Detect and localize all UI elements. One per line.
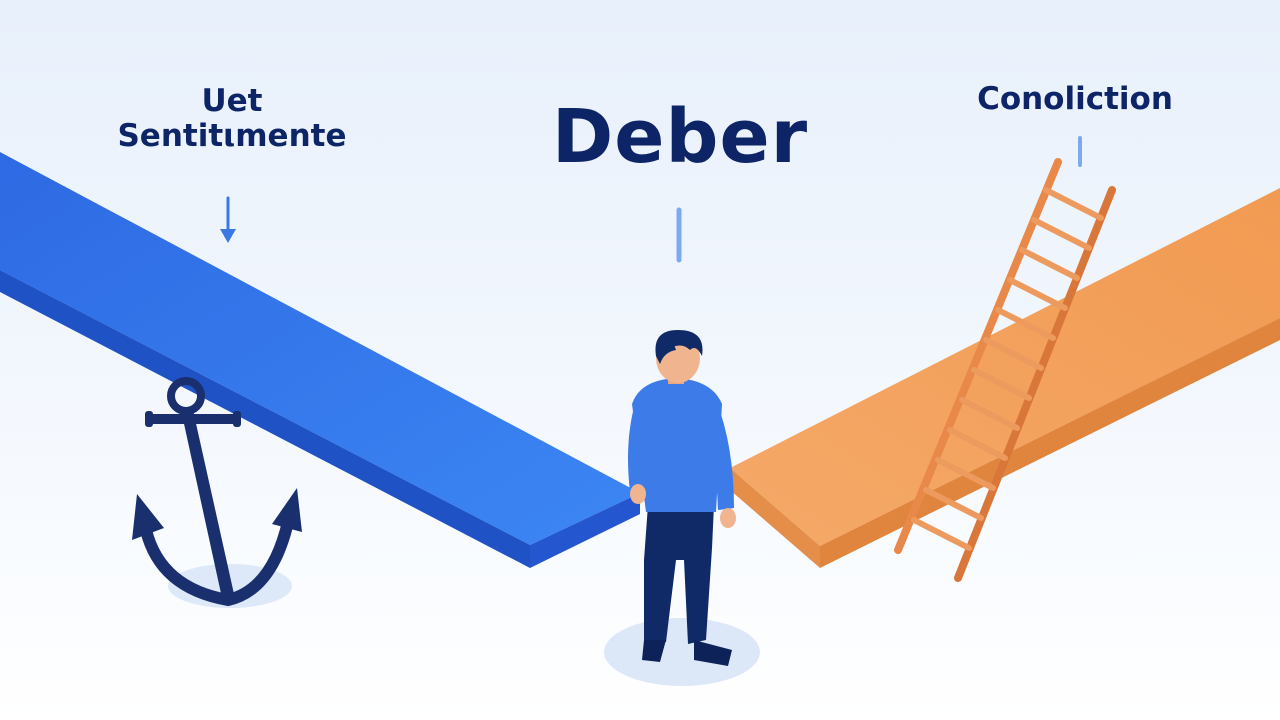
left-label-line-1: Uet <box>201 83 263 119</box>
left-label: Uet Sentitιmente <box>92 84 372 153</box>
right-path <box>730 188 1280 568</box>
left-path <box>0 152 640 568</box>
center-label: Deber <box>551 94 809 180</box>
left-arrow-icon <box>220 196 236 243</box>
person-figure <box>604 330 760 686</box>
ladder-icon <box>894 158 1116 582</box>
left-label-line-2: Sentitιmente <box>117 117 347 154</box>
right-label: Conoliction <box>977 81 1173 117</box>
anchor-icon <box>132 377 302 608</box>
